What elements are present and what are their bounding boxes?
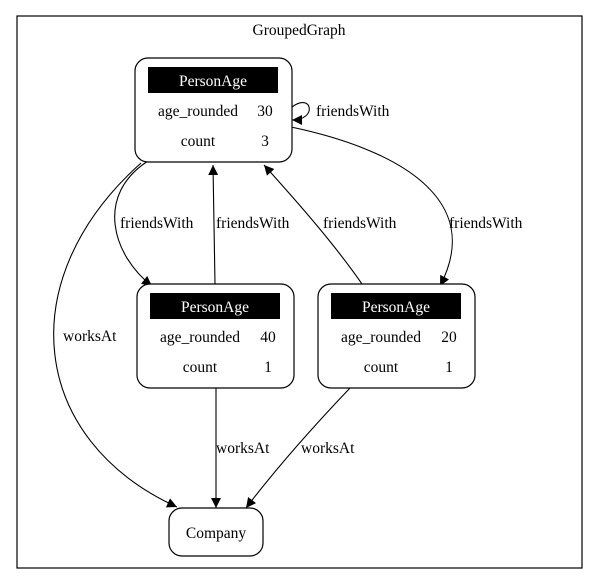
node-header: PersonAge [179,73,247,90]
edge-p30-to-p40-friends-with: friendsWith [114,160,194,287]
node-row-value: 30 [257,103,273,120]
node-company[interactable]: Company [168,507,264,557]
node-header: PersonAge [181,299,249,316]
edge-p40-to-company-works-at: worksAt [211,388,270,508]
graph-title: GroupedGraph [253,22,346,39]
node-row-key: age_rounded [158,103,238,120]
node-header-bg [150,293,280,319]
node-header-bg [148,67,278,93]
node-person-age-30[interactable]: PersonAge age_rounded 30 count 3 [134,57,293,163]
edge-p20-to-p30-friends-with: friendsWith [263,164,397,285]
node-row-value: 40 [260,329,276,346]
edge-label: worksAt [63,328,117,345]
edge-label: friendsWith [449,215,523,232]
node-row-key: count [183,359,218,376]
edge-label: worksAt [216,440,270,457]
edge-label: friendsWith [120,215,194,232]
edge-self-friends-with: friendsWith [291,102,390,125]
node-row-value: 1 [264,359,272,376]
edge-label: friendsWith [323,215,397,232]
edge-p40-to-p30-friends-with: friendsWith [208,164,290,285]
node-row-value: 20 [441,329,457,346]
edge-label: friendsWith [216,215,290,232]
node-row-value: 1 [445,359,453,376]
node-row-value: 3 [261,133,269,150]
node-row-key: count [181,133,216,150]
edge-label: friendsWith [316,103,390,120]
node-row-key: age_rounded [341,329,421,346]
graph-cluster-frame [16,15,583,569]
node-label: Company [186,525,247,542]
node-header-bg [331,293,461,319]
node-row-key: age_rounded [160,329,240,346]
node-person-age-20[interactable]: PersonAge age_rounded 20 count 1 [317,283,476,389]
node-header: PersonAge [362,299,430,316]
node-row-key: count [364,359,399,376]
edge-label: worksAt [301,440,355,457]
edge-p30-to-p20-friends-with: friendsWith [290,126,523,287]
node-person-age-40[interactable]: PersonAge age_rounded 40 count 1 [136,283,295,389]
edge-p30-to-company-works-at: worksAt [53,162,178,508]
edge-p20-to-company-works-at: worksAt [245,387,355,509]
